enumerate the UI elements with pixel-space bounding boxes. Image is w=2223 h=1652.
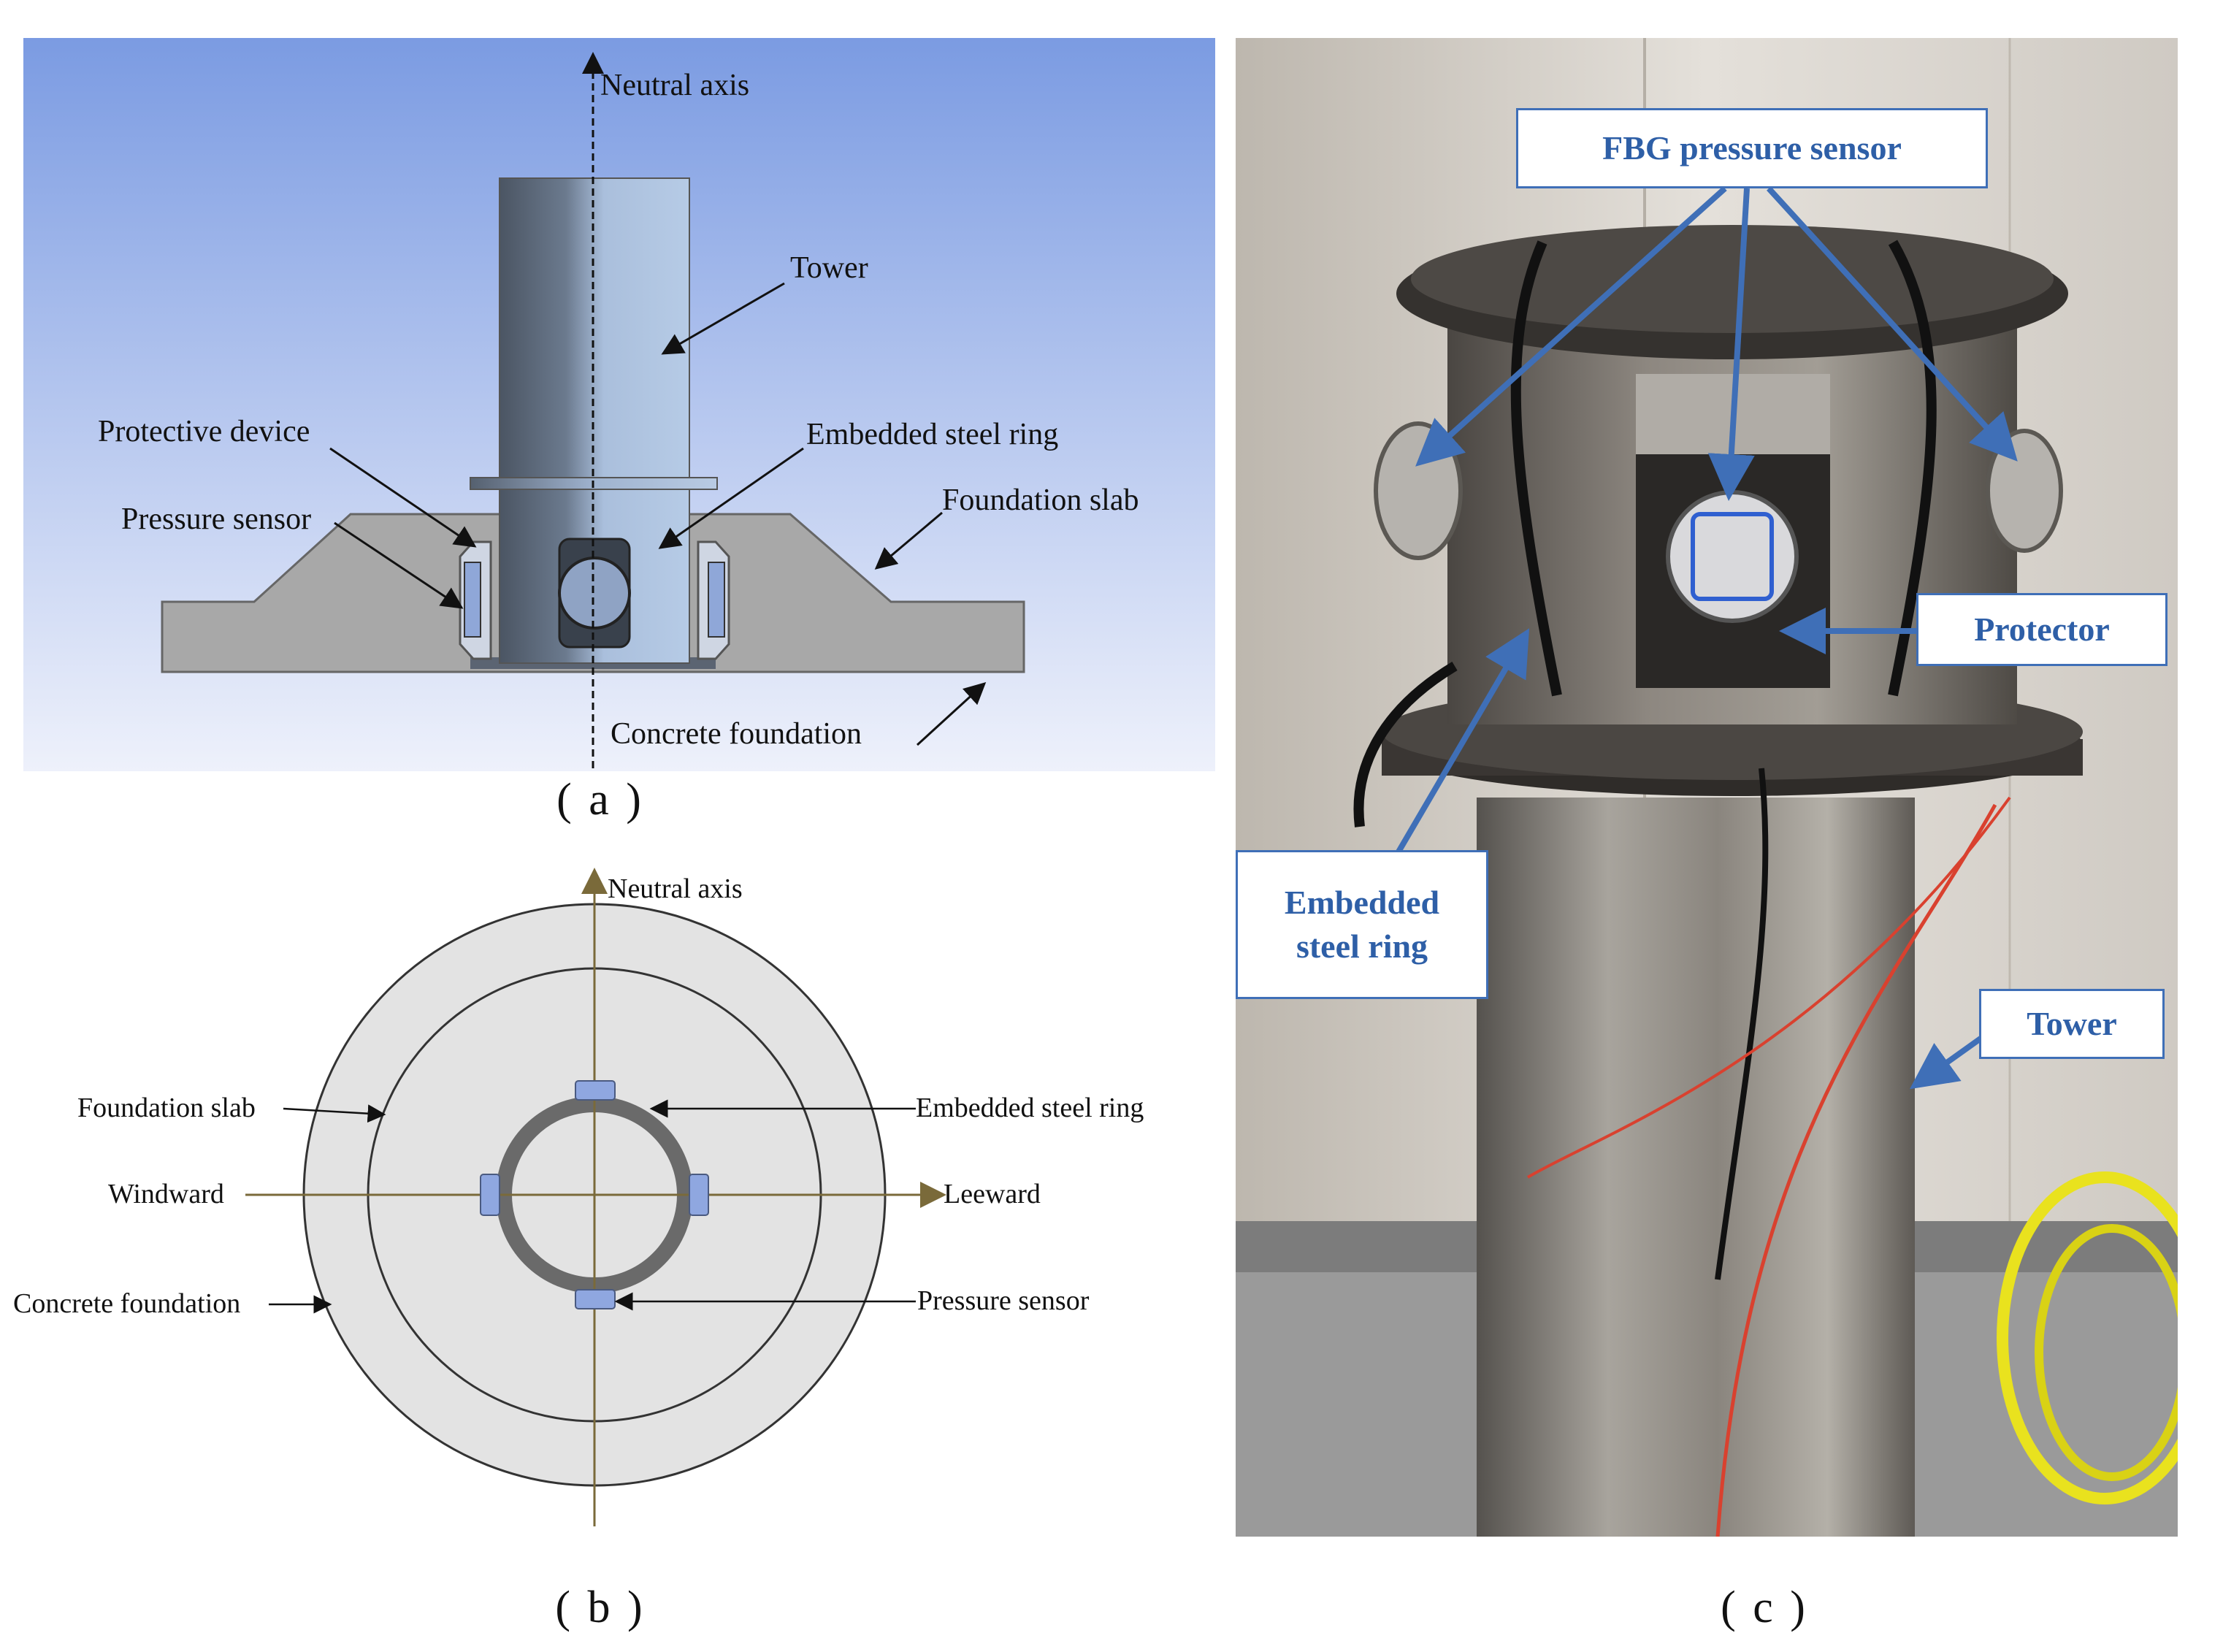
callout-embedded-steel-ring: Embedded steel ring <box>1236 850 1488 999</box>
pressure-sensor-right <box>708 562 725 638</box>
black-cable-4 <box>1715 768 1769 1280</box>
upper-flange-top <box>1411 225 2054 333</box>
caption-b: ( b ) <box>555 1583 646 1632</box>
front-sensor-tag <box>1691 512 1774 601</box>
red-fibre-2 <box>1526 796 2011 1179</box>
label-a-tower: Tower <box>790 251 868 285</box>
embedded-ring-circle <box>558 557 631 630</box>
panel-b-drawing <box>245 868 946 1526</box>
arrow-tower <box>1909 1028 1993 1090</box>
label-a-neutral-axis: Neutral axis <box>600 69 750 102</box>
label-a-protective-device: Protective device <box>98 415 310 448</box>
caption-c: ( c ) <box>1721 1583 1808 1632</box>
leader-foundation-slab <box>874 511 943 570</box>
callout-tower: Tower <box>1979 989 2165 1059</box>
pressure-sensor-left <box>464 562 481 638</box>
panel-c: FBG pressure sensor Protector Embedded s… <box>1236 38 2178 1537</box>
panel-c-photo <box>1236 38 2178 1537</box>
arrow-embedded-ring <box>1395 628 1530 855</box>
front-sensor-disc <box>1666 490 1799 623</box>
label-a-concrete-foundation: Concrete foundation <box>611 717 862 751</box>
side-sensor-right <box>1986 429 2063 553</box>
callout-fbg-pressure-sensor: FBG pressure sensor <box>1516 108 1988 188</box>
arrow-fbg-left <box>1415 186 1727 467</box>
panel-a-drawing <box>23 38 1215 771</box>
caption-a: ( a ) <box>556 775 644 825</box>
black-cable-2 <box>1888 240 1937 697</box>
label-a-embedded-ring: Embedded steel ring <box>806 418 1059 451</box>
panel-a: Neutral axis Tower Protective device Emb… <box>23 38 1215 771</box>
callout-embedded-line2: steel ring <box>1296 928 1428 965</box>
red-fibre-1 <box>1715 803 1997 1537</box>
callout-protector: Protector <box>1916 593 2167 666</box>
leader-tower <box>661 282 785 355</box>
black-cable-1 <box>1510 240 1562 697</box>
label-b-windward: Windward <box>108 1179 224 1209</box>
sensor-right <box>689 1174 709 1216</box>
panel-b: Neutral axis Foundation slab Embedded st… <box>0 862 1215 1534</box>
callout-embedded-line1: Embedded <box>1284 884 1440 922</box>
label-a-pressure-sensor: Pressure sensor <box>121 502 312 536</box>
sensor-left <box>480 1174 500 1216</box>
leader-pressure-sensor <box>334 521 464 609</box>
label-b-leeward: Leeward <box>944 1179 1041 1209</box>
label-b-embedded-ring: Embedded steel ring <box>916 1093 1144 1123</box>
leader-b-foundation-slab <box>283 1104 386 1123</box>
label-b-neutral-axis: Neutral axis <box>608 873 743 904</box>
sensor-top <box>575 1080 616 1101</box>
leader-embedded-ring <box>658 447 804 549</box>
yellow-cable-coil-inner <box>2035 1224 2178 1481</box>
black-cable-3 <box>1353 661 1458 827</box>
side-sensor-left <box>1374 421 1463 560</box>
label-b-concrete-foundation: Concrete foundation <box>13 1288 241 1319</box>
yellow-cable-coil <box>1997 1171 2178 1504</box>
leader-protective-device <box>329 447 477 548</box>
arrow-fbg-right <box>1767 186 2018 462</box>
tower-tube <box>1477 798 1915 1537</box>
label-b-pressure-sensor: Pressure sensor <box>917 1285 1090 1316</box>
leader-concrete-foundation <box>916 681 987 746</box>
label-a-foundation-slab: Foundation slab <box>942 483 1139 517</box>
arrow-fbg-center <box>1707 188 1755 501</box>
label-b-foundation-slab: Foundation slab <box>77 1093 256 1123</box>
sensor-bottom <box>575 1289 616 1309</box>
